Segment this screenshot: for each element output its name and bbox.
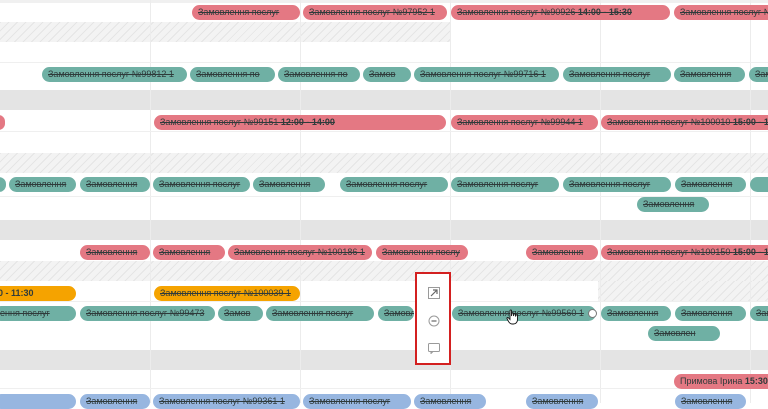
appointment-chip[interactable]: Замовлення послуг №99944 1: [451, 115, 598, 130]
grid-line: [600, 0, 601, 403]
appointment-chip[interactable]: Замовлення послуг №: [674, 5, 768, 20]
appointment-title: Замовлення послуг №100150: [607, 247, 733, 257]
grid-line: [0, 196, 768, 197]
appointment-chip[interactable]: Замовлення: [675, 177, 746, 192]
appointment-chip[interactable]: Замов: [218, 306, 263, 321]
appointment-chip[interactable]: Замовлення послуг: [563, 177, 671, 192]
grid-line: [750, 0, 751, 403]
appointment-time: 15:00 - 17: [732, 117, 768, 127]
grid-line: [300, 0, 301, 403]
appointment-chip[interactable]: Замовлення послуг №99560 1: [452, 306, 596, 321]
appointment-title: Примова Ірина: [680, 376, 745, 386]
appointment-chip[interactable]: Замовлення послуг №100010 15:00 - 17: [601, 115, 768, 130]
appointment-chip[interactable]: Замовлення послуг: [563, 67, 671, 82]
appointment-time: 15:30: [744, 376, 768, 386]
comment-button[interactable]: [426, 341, 442, 355]
open-appointment-button[interactable]: [426, 286, 442, 300]
timeline-row: [450, 22, 768, 42]
unavailable-row: [0, 153, 768, 173]
appointment-chip[interactable]: Замовлення послуг №100186 1: [228, 245, 372, 260]
circle-minus-icon: [428, 315, 440, 327]
group-header-row: [0, 350, 768, 370]
grid-line: [0, 388, 768, 389]
appointment-chip[interactable]: Замовлення: [414, 394, 486, 409]
appointment-chip[interactable]: Замовлення: [526, 245, 598, 260]
appointment-chip[interactable]: Замовлення: [601, 306, 671, 321]
appointment-chip[interactable]: Замовлення: [675, 306, 746, 321]
arrow-up-right-icon: [428, 287, 440, 299]
group-header-row: [0, 220, 768, 240]
grid-line: [0, 131, 768, 132]
hand-cursor-icon: [506, 309, 520, 327]
appointment-chip[interactable]: ення послуг: [0, 306, 76, 321]
comment-icon: [428, 343, 440, 354]
appointment-chip[interactable]: Замовлення: [80, 245, 150, 260]
appointment-chip[interactable]: Замовлення: [749, 67, 768, 82]
appointment-chip[interactable]: Замовлення по: [278, 67, 360, 82]
appointment-time: 15:00 - 17: [732, 247, 768, 257]
appointment-chip[interactable]: Замовлення: [153, 245, 225, 260]
appointment-chip[interactable]: Замовлення: [253, 177, 325, 192]
appointment-chip[interactable]: Замовлення: [675, 394, 746, 409]
appointment-chip[interactable]: Замовлення послуг №90926 14:00 - 15:30: [451, 5, 670, 20]
appointment-chip[interactable]: Замовлення послуг №99812 1: [42, 67, 187, 82]
appointment-chip[interactable]: Замовлення послуг №99716 1: [414, 67, 559, 82]
appointment-chip[interactable]: Замовлення: [750, 306, 768, 321]
appointment-chip[interactable]: [0, 394, 76, 409]
appointment-chip[interactable]: Замовлення: [637, 197, 709, 212]
appointment-chip[interactable]: [0, 115, 5, 130]
appointment-chip[interactable]: Замовлення: [674, 67, 745, 82]
group-header-row: [0, 90, 768, 110]
appointment-actions-popup: [415, 272, 451, 365]
appointment-chip[interactable]: 0 - 11:30: [0, 286, 76, 301]
grid-line: [150, 0, 151, 403]
appointment-chip[interactable]: Замовлення послуг: [451, 177, 559, 192]
appointment-time: 12:00 - 14:00: [280, 117, 335, 127]
appointment-chip[interactable]: Замовлення послуг: [266, 306, 374, 321]
appointment-chip[interactable]: Замовлення по: [190, 67, 275, 82]
appointment-chip[interactable]: Замовлення послуг №99151 12:00 - 14:00: [154, 115, 446, 130]
row-top-edge: [0, 0, 768, 3]
appointment-title: Замовлення послуг №90926: [457, 7, 578, 17]
appointment-time: 14:00 - 15:30: [577, 7, 632, 17]
appointment-chip[interactable]: [0, 177, 6, 192]
appointment-chip[interactable]: Замовлення: [9, 177, 76, 192]
timeline-row: [0, 42, 768, 62]
appointment-chip[interactable]: Замовлення послуг: [303, 394, 411, 409]
grid-line: [0, 301, 768, 302]
appointment-time: 0 - 11:30: [0, 288, 34, 298]
appointment-chip[interactable]: Примова Ірина 15:30: [674, 374, 768, 389]
appointment-chip[interactable]: Замовлення: [378, 306, 414, 321]
appointment-chip[interactable]: Замов: [363, 67, 411, 82]
unavailable-row: [598, 281, 768, 301]
grid-line: [0, 62, 768, 63]
grid-line: [450, 0, 451, 403]
unavailable-row: [0, 261, 768, 281]
cancel-appointment-button[interactable]: [426, 314, 442, 328]
appointment-chip[interactable]: Замовлення послуг: [340, 177, 448, 192]
appointment-chip[interactable]: Замовлення послу: [376, 245, 468, 260]
appointment-chip[interactable]: Замовлення послуг №100039 1: [154, 286, 300, 301]
appointment-chip[interactable]: Замовлення: [526, 394, 598, 409]
appointment-chip[interactable]: Замовлен: [648, 326, 720, 341]
appointment-chip[interactable]: Замовлення послуг №99473: [80, 306, 215, 321]
appointment-title: Замовлення послуг №99151: [160, 117, 281, 127]
appointment-title: Замовлення послуг №100010: [607, 117, 733, 127]
appointment-chip[interactable]: Замовлення послуг: [192, 5, 300, 20]
appointment-chip[interactable]: Замовлення послуг №100150 15:00 - 17: [601, 245, 768, 260]
appointment-chip[interactable]: Замовлення послуг №99361 1: [153, 394, 300, 409]
appointment-chip[interactable]: Замовлення: [80, 394, 150, 409]
appointment-chip[interactable]: Замовлення послуг: [153, 177, 250, 192]
appointment-chip[interactable]: [750, 177, 768, 192]
resize-handle[interactable]: [588, 309, 597, 318]
appointment-chip[interactable]: Замовлення: [80, 177, 150, 192]
appointment-chip[interactable]: Замовлення послуг №97952 1: [303, 5, 447, 20]
